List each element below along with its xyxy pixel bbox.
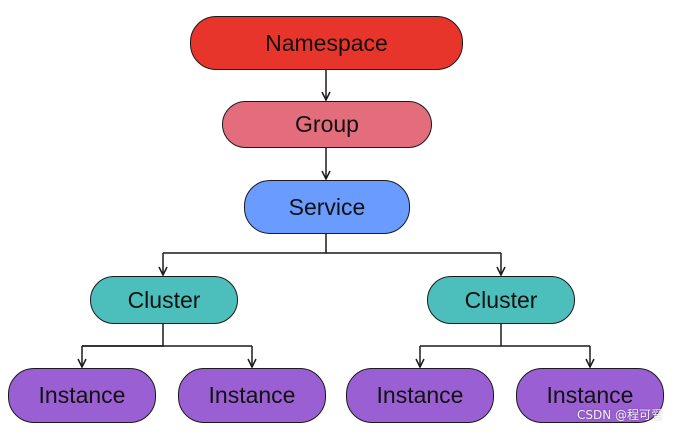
edge-cluster-left-split bbox=[82, 324, 164, 347]
instance-node-4: Instance bbox=[516, 368, 664, 423]
service-node: Service bbox=[244, 180, 410, 234]
instance-node-2: Instance bbox=[178, 368, 326, 423]
cluster-node-right: Cluster bbox=[427, 276, 575, 324]
instance-node-3: Instance bbox=[346, 368, 494, 423]
namespace-node: Namespace bbox=[190, 16, 463, 70]
watermark-text: CSDN @程可爱 bbox=[576, 408, 663, 422]
group-node: Group bbox=[222, 101, 432, 148]
instance-node-1: Instance bbox=[8, 368, 156, 423]
cluster-node-left: Cluster bbox=[90, 276, 238, 324]
edge-service-split bbox=[163, 234, 327, 254]
